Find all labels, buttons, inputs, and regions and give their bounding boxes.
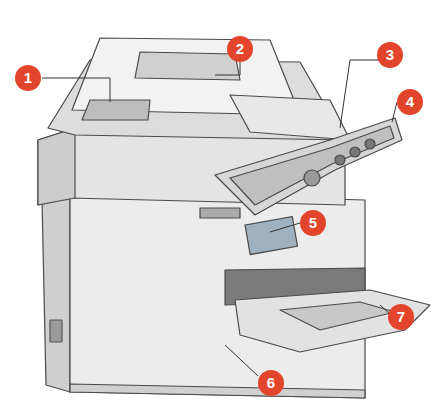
callout-number: 5 [300,210,326,236]
callout-number: 3 [377,42,403,68]
callout-number: 2 [227,36,253,62]
callout-number: 6 [258,370,284,396]
callout-number: 1 [15,65,41,91]
callout-number: 4 [397,89,423,115]
callout-number: 7 [388,304,414,330]
